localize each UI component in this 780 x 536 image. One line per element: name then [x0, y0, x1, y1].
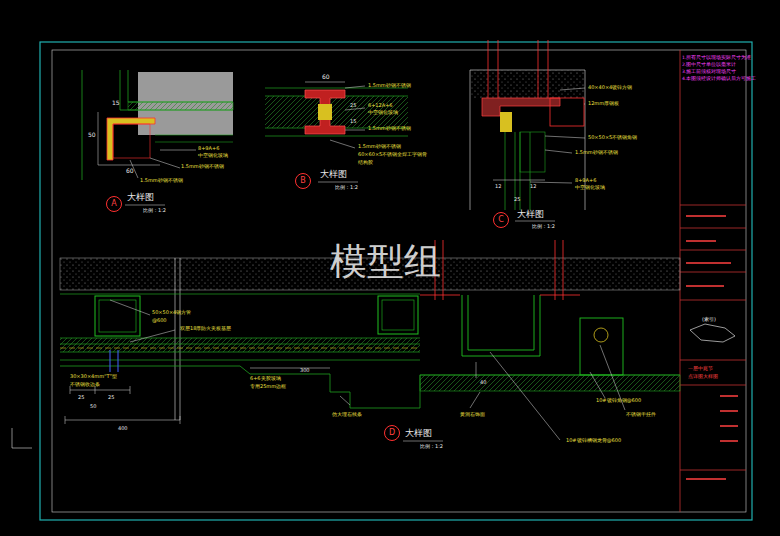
annotation: 15: [112, 100, 120, 106]
watermark: 模型组: [330, 243, 441, 280]
annotation: 大样图: [405, 429, 432, 438]
callout-letter: B: [300, 177, 306, 185]
callout-circle: C: [493, 212, 509, 228]
detail-c: [470, 40, 585, 210]
inner-frame: [52, 50, 746, 512]
annotation: 仿大理石线条: [332, 412, 362, 417]
annotation: 40×40×4镀锌方钢: [588, 85, 632, 90]
key-plan: [690, 324, 735, 342]
annotation: 中空钢化玻璃: [368, 110, 398, 115]
annotation: 6+6夹胶玻璃: [250, 376, 281, 381]
ucs-icon: [12, 428, 32, 448]
annotation: 点详图大样图: [688, 374, 718, 379]
annotation: 60: [126, 168, 134, 174]
detail-a: [82, 70, 233, 180]
annotation: 50×50×4钢方管: [152, 310, 191, 315]
annotation: 1.5mm砂钢不锈钢: [575, 150, 618, 155]
annotation: 专用25mm边框: [250, 384, 286, 389]
annotation: 2.图中尺寸单位以毫米计: [682, 63, 736, 68]
annotation: 50: [90, 404, 96, 409]
annotation: 10#镀锌槽钢龙骨@600: [566, 438, 621, 443]
annotation: 黄洞石饰面: [460, 412, 485, 417]
annotation: 30×30×4mm“T”型: [70, 374, 117, 379]
annotation: 25: [78, 395, 84, 400]
annotation: 60: [322, 74, 330, 80]
annotation: 大样图: [127, 193, 154, 202]
annotation: 8+9A+6: [198, 146, 219, 151]
detail-d: [60, 240, 680, 440]
annotation: 结构胶: [358, 160, 373, 165]
annotation: 1.5mm砂钢不锈钢: [140, 178, 183, 183]
annotation: 50×50×5不锈钢角钢: [588, 135, 637, 140]
annotation: 4.本图须经设计师确认后方可施工: [682, 77, 756, 82]
outer-frame: [40, 42, 752, 520]
annotation: 1.5mm砂钢不锈钢: [358, 144, 401, 149]
annotation: 1.所有尺寸以现场实际尺寸为准: [682, 56, 751, 61]
annotation: 比例：1:2: [335, 185, 358, 190]
annotation: (索引): [702, 317, 716, 322]
title-block-marks: [686, 215, 738, 480]
annotation: 12mm厚钢板: [588, 101, 619, 106]
annotation: 60×60×5不锈钢全焊工字钢骨: [358, 152, 427, 157]
title-underlines: [125, 182, 555, 441]
annotation: 12: [495, 184, 501, 189]
callout-circle: B: [295, 173, 311, 189]
annotation: 40: [480, 380, 486, 385]
callout-letter: D: [389, 429, 395, 437]
annotation: 300: [300, 368, 310, 373]
annotation: 25: [108, 395, 114, 400]
annotation: 400: [118, 426, 128, 431]
annotation: 6+12A+6: [368, 103, 393, 108]
callout-letter: C: [498, 216, 504, 224]
detail-b: [265, 82, 408, 148]
annotation: 50: [88, 132, 96, 138]
annotation: 一层中庭节: [688, 366, 713, 371]
title-block: [680, 50, 746, 512]
annotation: 比例：1:2: [420, 444, 443, 449]
annotation: 1.5mm砂钢不锈钢: [368, 126, 411, 131]
annotation: 比例：1:2: [143, 208, 166, 213]
callout-circle: D: [384, 425, 400, 441]
annotation: 比例：1:2: [532, 224, 555, 229]
annotation: 1.5mm砂钢不锈钢: [368, 83, 411, 88]
callout-circle: A: [106, 196, 122, 212]
annotation: 15: [350, 119, 356, 124]
annotation: 大样图: [320, 170, 347, 179]
annotation: 中空钢化玻璃: [198, 153, 228, 158]
annotation: 25: [350, 103, 356, 108]
annotation: 不锈钢干挂件: [626, 412, 656, 417]
annotation: 8+9A+6: [575, 178, 596, 183]
annotation: 1.5mm砂钢不锈钢: [181, 164, 224, 169]
annotation: 中空钢化玻璃: [575, 185, 605, 190]
annotation: 大样图: [517, 210, 544, 219]
annotation: 3.施工前须核对现场尺寸: [682, 70, 736, 75]
annotation: 12: [530, 184, 536, 189]
annotation: 不锈钢收边条: [70, 382, 100, 387]
annotation: 10#镀锌角钢@600: [596, 398, 641, 403]
annotation: 双层18厚防火夹板基层: [180, 326, 231, 331]
callout-letter: A: [111, 200, 116, 208]
annotation: @600: [152, 318, 167, 323]
annotation: 25: [514, 197, 520, 202]
